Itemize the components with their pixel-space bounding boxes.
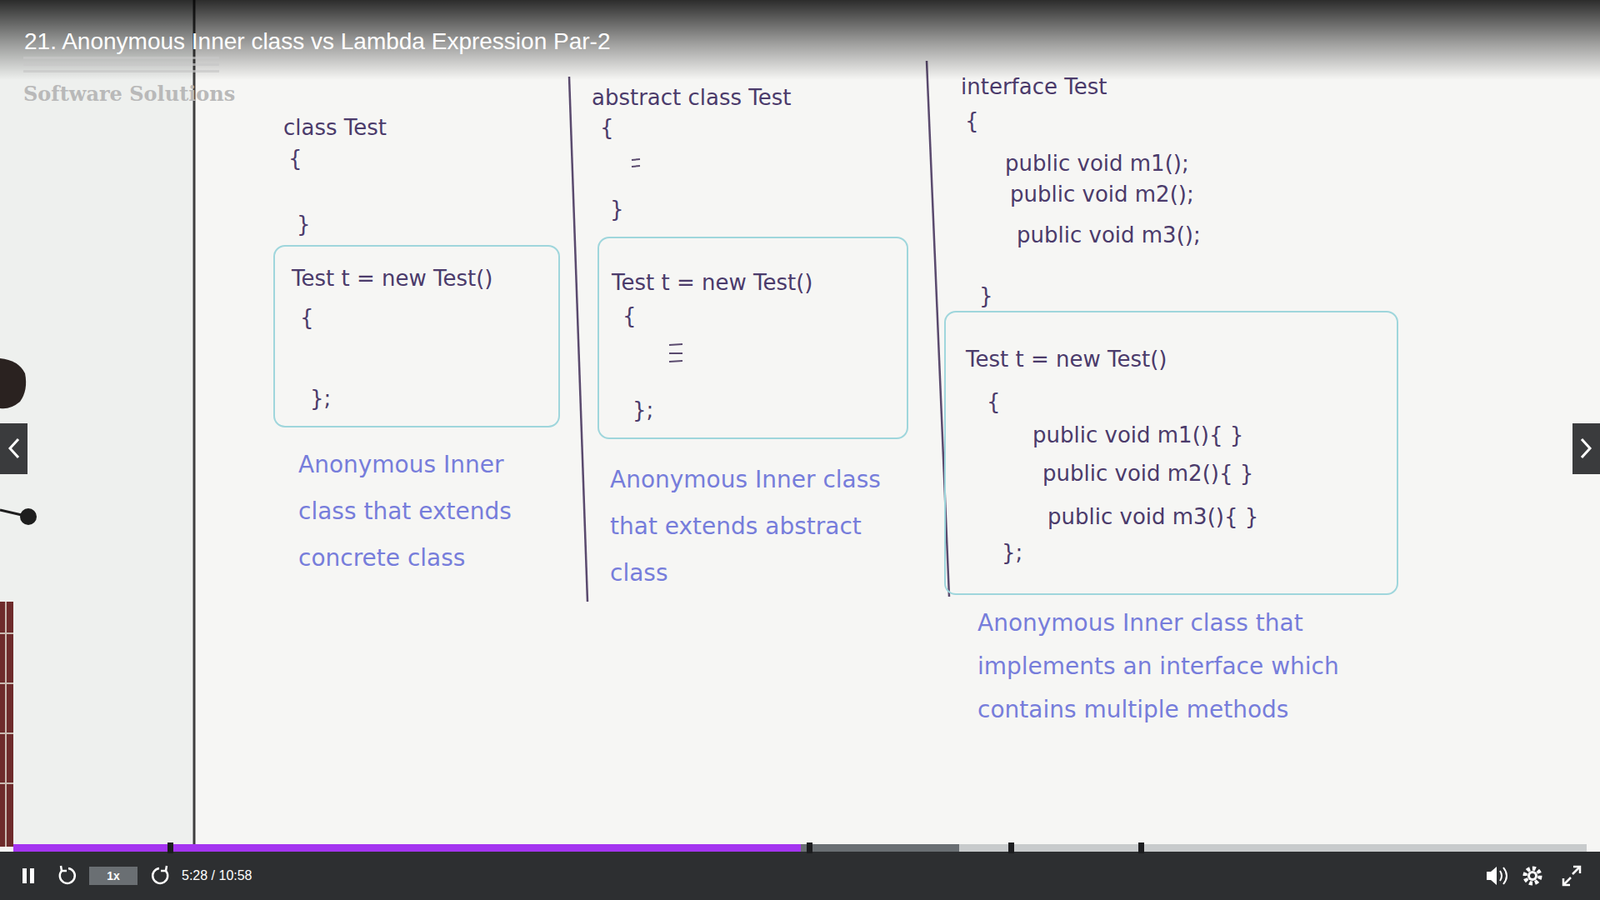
code-brace: } (979, 281, 994, 310)
code-box: Test t = new Test() { public void m1(){ } p… (944, 310, 1399, 595)
code-box: Test t = new Test() {}; (597, 236, 909, 440)
progress-track (13, 844, 1587, 852)
time-readout: 5:28 / 10:58 (181, 867, 253, 885)
caption-note: Anonymous Inner class that implements an… (977, 601, 1370, 732)
code-line: Test t = new Test() (291, 264, 542, 293)
code-line: public void m2(){ } (1042, 459, 1380, 488)
code-line: }; (1001, 538, 1380, 567)
code-brace: { (965, 106, 980, 135)
speed-label: 1x (89, 866, 138, 885)
code-line: Test t = new Test() (965, 345, 1380, 374)
code-brace: } (296, 210, 311, 239)
speed-button (89, 866, 138, 885)
code-line: }; (632, 395, 890, 425)
code-line: public void m3(){ } (1047, 502, 1380, 531)
code-line: { (986, 387, 1380, 416)
caption-note: Anonymous Inner class that extends abstr… (610, 456, 910, 597)
code-box: Test t = new Test() {}; (273, 245, 560, 428)
code-line: { (622, 301, 890, 330)
top-shade (0, 0, 1600, 80)
code-brace: { (600, 113, 615, 142)
fullscreen-icon (1563, 866, 1580, 885)
code-line: abstract class Test (591, 83, 792, 112)
chapter-ticks (167, 842, 1145, 854)
progress-buffered (13, 844, 960, 852)
settings-icon (1525, 868, 1540, 884)
code-line: class Test (283, 113, 387, 142)
code-line: public void m1(); (1005, 149, 1190, 178)
forward-icon (152, 865, 168, 884)
presenter (0, 358, 37, 847)
code-line: { (300, 303, 542, 332)
code-brace: { (288, 144, 303, 173)
control-bar (0, 851, 1600, 900)
column-divider (569, 76, 588, 602)
volume-icon (1486, 866, 1507, 885)
pause-icon (22, 868, 35, 884)
nav-arrow-right (1572, 423, 1600, 475)
code-line: }; (310, 384, 542, 413)
code-placeholder-marks (631, 159, 683, 362)
watermark-logo (23, 56, 220, 73)
progress-played (13, 844, 801, 852)
code-line: interface Test (960, 72, 1107, 101)
code-line: public void m3(); (1016, 220, 1201, 250)
code-line: public void m1(){ } (1032, 420, 1380, 450)
board-frame-line (193, 0, 196, 847)
board-edge-shade (0, 0, 195, 847)
rewind-icon (60, 865, 75, 884)
code-line: Test t = new Test() (611, 268, 890, 297)
watermark: Software Solutions (23, 80, 235, 109)
nav-arrow-left (0, 423, 28, 475)
caption-note: Anonymous Inner class that extends concr… (298, 441, 549, 582)
video-title: 21. Anonymous Inner class vs Lambda Expr… (24, 27, 610, 56)
code-brace: } (610, 195, 625, 224)
code-line: public void m2(); (1010, 180, 1195, 209)
